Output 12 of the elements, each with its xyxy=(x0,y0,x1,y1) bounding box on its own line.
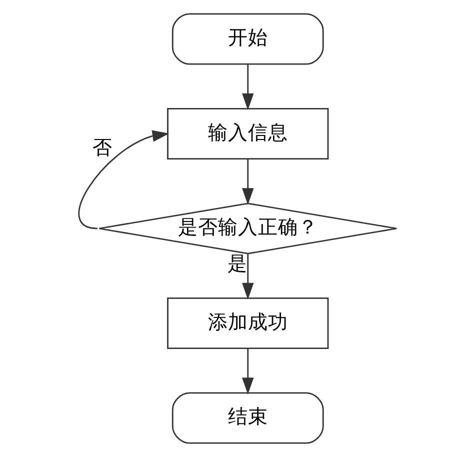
arrow xyxy=(242,348,254,394)
node-box: 结束 xyxy=(171,392,324,444)
arrow xyxy=(242,64,254,110)
edge-label: 否 xyxy=(92,136,112,160)
node-box: 添加成功 xyxy=(166,297,328,350)
edge-label: 是 xyxy=(226,252,247,276)
arrow xyxy=(242,254,254,300)
node-diamond: 是否输入正确？ xyxy=(98,202,397,254)
node-box: 开始 xyxy=(171,13,324,65)
node-box: 输入信息 xyxy=(166,108,328,160)
arrow xyxy=(78,130,169,230)
arrow xyxy=(242,159,254,205)
